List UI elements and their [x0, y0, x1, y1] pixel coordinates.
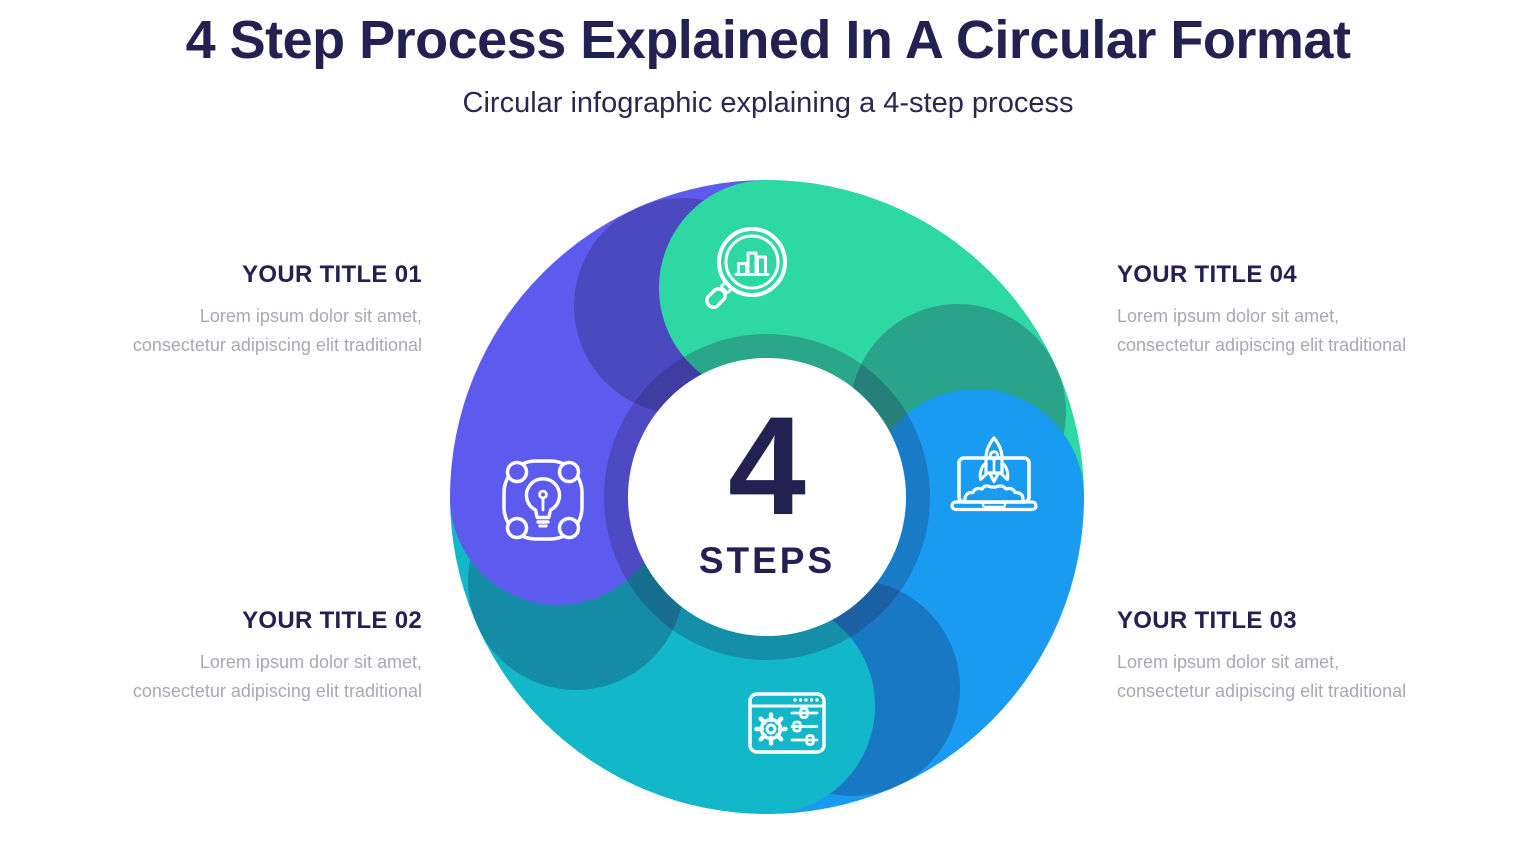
step-description-04: Lorem ipsum dolor sit amet, consectetur … [1117, 306, 1407, 355]
page-subtitle: Circular infographic explaining a 4-step… [462, 87, 1074, 119]
page-title: 4 Step Process Explained In A Circular F… [185, 10, 1351, 70]
step-title-03: YOUR TITLE 03 [1117, 607, 1297, 634]
step-title-01: YOUR TITLE 01 [242, 261, 422, 288]
step-block-04: YOUR TITLE 04 Lorem ipsum dolor sit amet… [1117, 262, 1453, 360]
step-description-02: Lorem ipsum dolor sit amet, consectetur … [132, 652, 422, 701]
hub-circle [628, 358, 906, 636]
circular-process-diagram [447, 177, 1087, 817]
step-block-03: YOUR TITLE 03 Lorem ipsum dolor sit amet… [1117, 608, 1453, 706]
step-description-03: Lorem ipsum dolor sit amet, consectetur … [1117, 652, 1407, 701]
step-block-02: YOUR TITLE 02 Lorem ipsum dolor sit amet… [86, 608, 422, 706]
segment-step-03-head [868, 389, 1084, 605]
hub-shadow-ring [604, 334, 930, 660]
settings-sliders-icon [748, 692, 826, 754]
segment-step-04-head [659, 180, 875, 396]
step-block-01: YOUR TITLE 01 Lorem ipsum dolor sit amet… [86, 262, 422, 360]
step-description-01: Lorem ipsum dolor sit amet, consectetur … [132, 306, 422, 355]
idea-lightbulb-icon [502, 459, 584, 541]
step-title-02: YOUR TITLE 02 [242, 607, 422, 634]
search-chart-icon [705, 227, 787, 309]
step-title-04: YOUR TITLE 04 [1117, 261, 1297, 288]
rocket-launch-icon [950, 436, 1038, 512]
process-wheel [450, 180, 1084, 814]
